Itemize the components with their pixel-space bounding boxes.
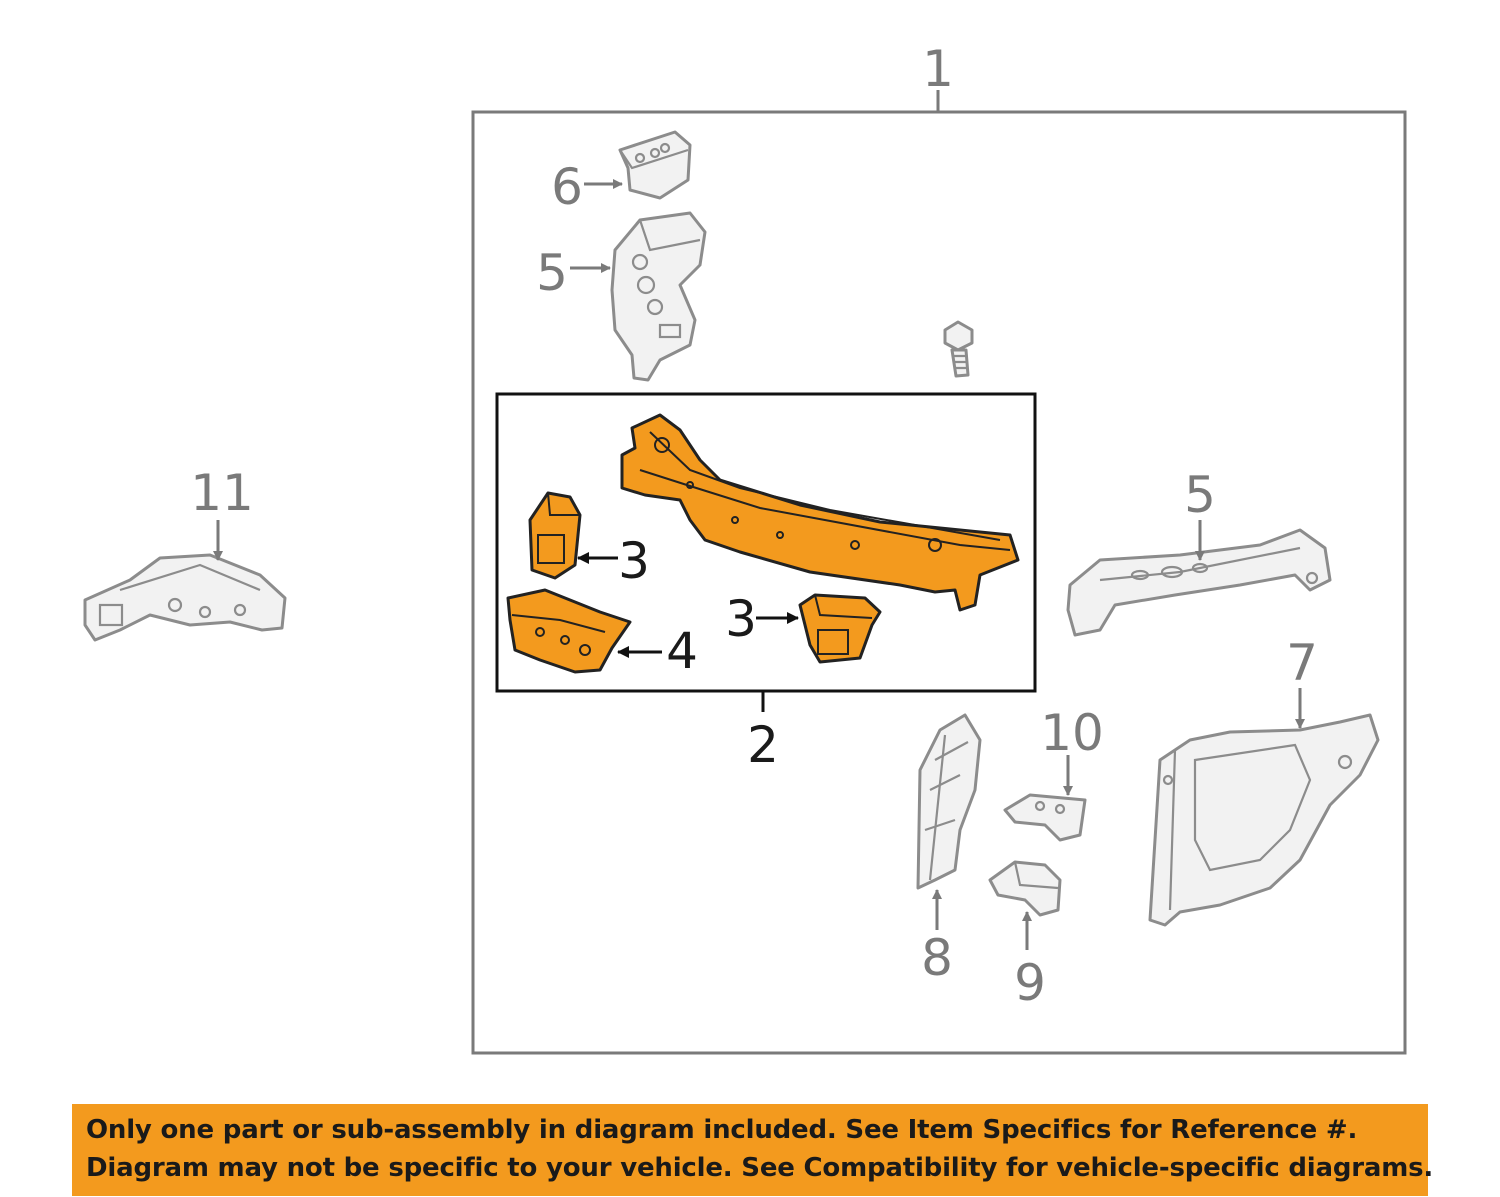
notice-line-1: Only one part or sub-assembly in diagram… bbox=[86, 1115, 1358, 1145]
callout-6: 6 bbox=[551, 158, 583, 216]
callout-7: 7 bbox=[1286, 634, 1318, 692]
callout-11: 11 bbox=[190, 464, 254, 522]
callout-4: 4 bbox=[666, 622, 698, 680]
bolt-part bbox=[943, 320, 974, 378]
callout-1: 1 bbox=[922, 40, 954, 98]
notice-line-2: Diagram may not be specific to your vehi… bbox=[86, 1153, 1434, 1183]
callout-5b: 5 bbox=[1184, 466, 1216, 524]
part-5-right-rail bbox=[1066, 528, 1332, 637]
part-9-gusset bbox=[988, 860, 1062, 917]
part-3-left-mount bbox=[528, 491, 582, 580]
part-5-upper-reinforcement bbox=[610, 211, 707, 382]
callout-8: 8 bbox=[921, 929, 953, 987]
callout-2: 2 bbox=[747, 716, 779, 774]
part-3-center-mount bbox=[798, 593, 882, 664]
callout-5a: 5 bbox=[536, 244, 568, 302]
callout-10: 10 bbox=[1040, 704, 1104, 762]
part-4-bracket bbox=[506, 588, 632, 674]
callout-9: 9 bbox=[1014, 954, 1046, 1012]
callout-3b: 3 bbox=[725, 590, 757, 648]
callout-3a: 3 bbox=[618, 532, 650, 590]
part-10-plate bbox=[1003, 793, 1087, 842]
part-6-bracket bbox=[618, 130, 692, 200]
notice-banner: Only one part or sub-assembly in diagram… bbox=[72, 1104, 1434, 1196]
part-2-crossmember bbox=[620, 413, 1020, 612]
part-11-bracket bbox=[83, 553, 287, 642]
part-7-wheelhouse bbox=[1148, 713, 1380, 927]
part-8-pillar bbox=[916, 713, 982, 890]
